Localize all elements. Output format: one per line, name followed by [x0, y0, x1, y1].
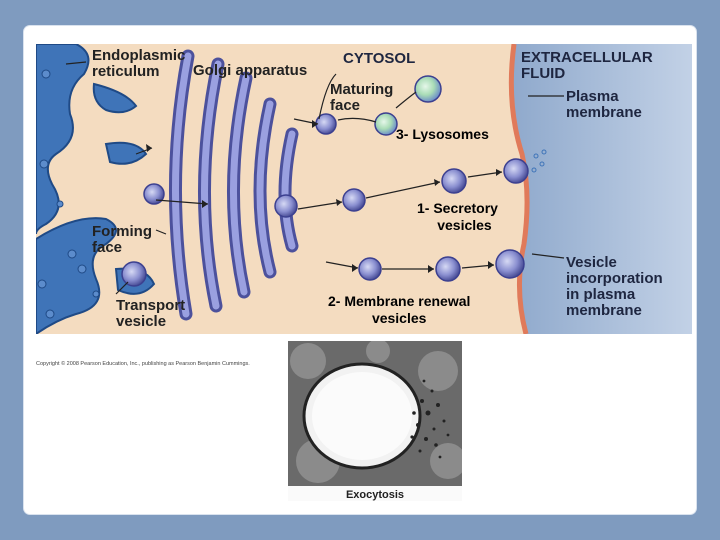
label-vi-line-2: incorporation	[566, 270, 663, 287]
label-golgi-apparatus: Golgi apparatus	[193, 62, 308, 79]
label-transport-vesicle: Transport vesicle	[116, 298, 185, 330]
label-pm-line-2: membrane	[566, 104, 642, 121]
plasma-membrane-line	[508, 44, 530, 334]
label-er-line-2: reticulum	[92, 63, 160, 80]
lysosome	[414, 75, 442, 103]
label-transport-line-2: vesicle	[116, 313, 167, 330]
exocytosis-micrograph	[288, 339, 466, 501]
copyright-text: Copyright © 2008 Pearson Education, Inc.…	[36, 361, 250, 367]
secretory-pathway-diagram	[36, 44, 692, 334]
label-maturing-face: Maturing face	[330, 82, 393, 114]
label-forming-line-2: face	[92, 239, 123, 256]
label-maturing-line-2: face	[330, 97, 361, 114]
er-structure	[36, 44, 156, 334]
label-endoplasmic-reticulum: Endoplasmic reticulum	[92, 48, 185, 80]
label-pm-line-1: Plasma	[566, 88, 619, 105]
annotation-secretory-line-1: 1- Secretory	[417, 200, 498, 216]
label-vi-line-3: in plasma	[566, 286, 636, 303]
diagram-artwork	[36, 44, 692, 334]
label-forming-face: Forming face	[92, 224, 152, 256]
micrograph-caption: Exocytosis	[345, 489, 405, 501]
label-vesicle-incorporation: Vesicle incorporation in plasma membrane	[566, 255, 663, 319]
label-ecf-line-1: EXTRACELLULAR	[521, 49, 653, 66]
label-er-line-1: Endoplasmic	[92, 47, 186, 64]
annotation-secretory-line-2: vesicles	[437, 217, 492, 233]
label-maturing-line-1: Maturing	[330, 81, 394, 98]
label-plasma-membrane: Plasma membrane	[566, 89, 642, 121]
annotation-renewal-line-1: 2- Membrane renewal	[328, 293, 471, 309]
label-forming-line-1: Forming	[92, 223, 152, 240]
annotation-lysosomes: 3- Lysosomes	[396, 126, 489, 142]
label-transport-line-1: Transport	[116, 297, 186, 314]
label-vi-line-4: membrane	[566, 302, 642, 319]
extracellular-region	[511, 44, 692, 334]
annotation-secretory-vesicles: 1- Secretory vesicles	[417, 200, 498, 234]
label-vi-line-1: Vesicle	[566, 254, 617, 271]
annotation-membrane-renewal: 2- Membrane renewal vesicles	[328, 293, 470, 327]
transport-vesicle	[121, 261, 147, 287]
annotation-renewal-line-2: vesicles	[371, 310, 427, 326]
label-cytosol: CYTOSOL	[343, 50, 416, 67]
label-extracellular-fluid: EXTRACELLULAR FLUID	[521, 50, 653, 82]
label-ecf-line-2: FLUID	[521, 65, 566, 82]
micrograph-image	[288, 339, 466, 486]
